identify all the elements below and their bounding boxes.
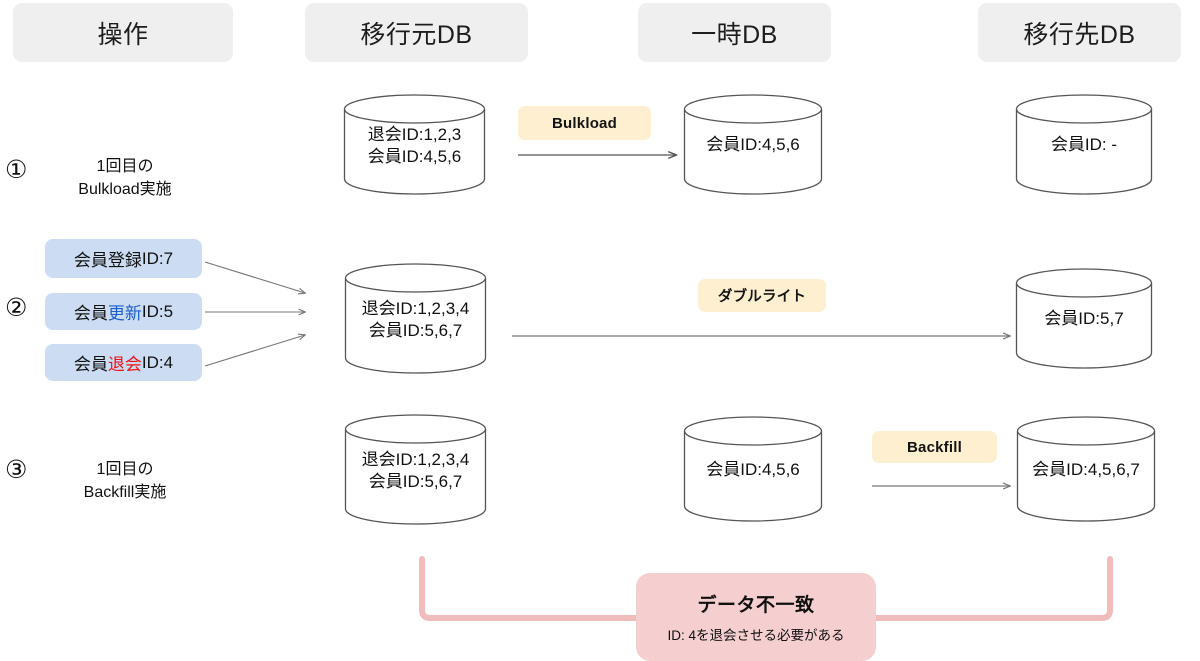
cylinder-shape-icon — [344, 263, 487, 374]
cylinder-shape-icon — [1016, 416, 1156, 522]
step-number-3: ③ — [5, 456, 28, 484]
op-chip-withdraw-prefix: 会員 — [73, 355, 108, 374]
op-chip-register-suffix: ID:7 — [141, 248, 174, 268]
arrow-op-register — [204, 261, 305, 293]
cylinder-shape-icon — [683, 416, 823, 522]
cylinder-shape-icon — [1015, 94, 1153, 195]
column-header-operation: 操作 — [13, 3, 233, 62]
step-label-1-line-2: Bulkload実施 — [78, 181, 172, 199]
cylinder-target-db-step2: 会員ID:5,7 — [1015, 268, 1153, 369]
cylinder-shape-icon — [1015, 268, 1153, 369]
op-chip-update-prefix: 会員 — [73, 304, 108, 323]
callout-data-mismatch: データ不一致 ID: 4を退会させる必要がある — [636, 573, 876, 661]
column-header-source-db-label: 移行元DB — [360, 20, 473, 49]
op-chip-register-keyword: 登録 — [107, 251, 142, 270]
cylinder-target-db-step1: 会員ID: - — [1015, 94, 1153, 195]
badge-doublewrite: ダブルライト — [698, 279, 826, 312]
op-chip-withdraw[interactable]: 会員退会 ID:4 — [45, 344, 202, 381]
op-chip-update-suffix: ID:5 — [141, 301, 174, 321]
step-label-3-line-1: 1回目の — [96, 461, 154, 478]
op-chip-update[interactable]: 会員更新 ID:5 — [45, 293, 202, 330]
op-chip-register[interactable]: 会員登録 ID:7 — [45, 239, 202, 278]
badge-backfill-label: Backfill — [907, 438, 962, 456]
cylinder-temp-db-step3: 会員ID:4,5,6 — [683, 416, 823, 522]
op-chip-register-prefix: 会員 — [73, 251, 108, 270]
callout-title: データ不一致 — [697, 595, 815, 616]
column-header-target-db-label: 移行先DB — [1023, 20, 1136, 49]
cylinder-shape-icon — [343, 94, 486, 195]
cylinder-source-db-step3: 退会ID:1,2,3,4 会員ID:5,6,7 — [344, 414, 487, 525]
cylinder-shape-icon — [683, 94, 823, 195]
op-chip-withdraw-suffix: ID:4 — [141, 352, 174, 372]
step-label-1-line-1: 1回目の — [96, 158, 154, 175]
column-header-temp-db: 一時DB — [638, 3, 831, 62]
step-number-1: ① — [5, 156, 28, 184]
callout-subtitle: ID: 4を退会させる必要がある — [667, 628, 845, 643]
cylinder-source-db-step1: 退会ID:1,2,3 会員ID:4,5,6 — [343, 94, 486, 195]
badge-bulkload-label: Bulkload — [552, 114, 617, 132]
cylinder-temp-db-step1: 会員ID:4,5,6 — [683, 94, 823, 195]
step-label-3: 1回目の Backfill実施 — [45, 458, 205, 504]
step-number-2: ② — [5, 294, 28, 322]
cylinder-shape-icon — [344, 414, 487, 525]
column-header-operation-label: 操作 — [97, 20, 149, 49]
column-header-source-db: 移行元DB — [305, 3, 528, 62]
cylinder-source-db-step2: 退会ID:1,2,3,4 会員ID:5,6,7 — [344, 263, 487, 374]
column-header-target-db: 移行先DB — [978, 3, 1181, 62]
step-label-1: 1回目の Bulkload実施 — [45, 155, 205, 201]
cylinder-target-db-step3: 会員ID:4,5,6,7 — [1016, 416, 1156, 522]
column-header-temp-db-label: 一時DB — [691, 20, 778, 49]
op-chip-update-keyword: 更新 — [107, 304, 142, 323]
badge-backfill: Backfill — [872, 431, 997, 463]
badge-bulkload: Bulkload — [518, 106, 651, 140]
badge-doublewrite-label: ダブルライト — [717, 289, 807, 305]
op-chip-withdraw-keyword: 退会 — [107, 355, 142, 374]
arrow-op-withdraw — [204, 335, 305, 367]
step-label-3-line-2: Backfill実施 — [83, 484, 167, 502]
